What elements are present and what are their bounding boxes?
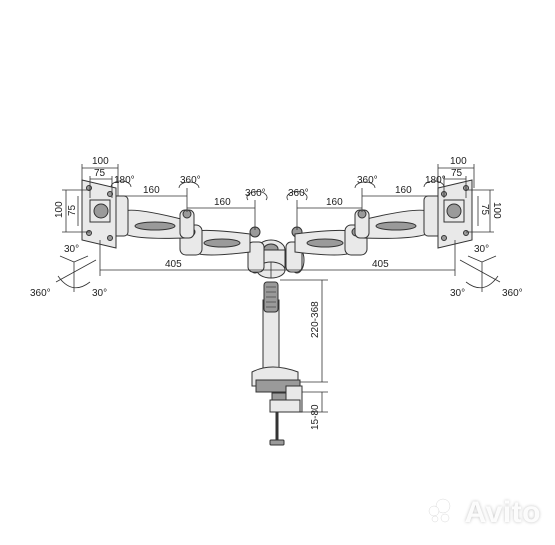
rotation-arm-right-label: 360° — [357, 175, 378, 186]
rotation-arm-left-label: 360° — [180, 175, 201, 186]
vesa-v-inner-right-label: 75 — [479, 204, 490, 216]
pole-height-label: 220-368 — [310, 301, 321, 338]
arm-length-left-outer-label: 160 — [143, 185, 160, 196]
rotation-head-right-label: 180° — [425, 175, 446, 186]
vesa-outer-left-label: 100 — [92, 156, 109, 167]
avito-logo-icon — [428, 498, 451, 523]
tilt-right-up-label: 30° — [474, 244, 489, 255]
clamp-range-label: 15-80 — [310, 404, 321, 430]
rotation-center-right-label: 360° — [288, 188, 309, 199]
rotation-head-left-label: 180° — [114, 175, 135, 186]
right-vesa-head — [423, 179, 473, 249]
right-arm-outer — [354, 209, 431, 239]
dimension-lines — [55, 164, 501, 413]
vesa-v-inner-left-label: 75 — [67, 204, 78, 216]
vesa-inner-left-label: 75 — [94, 168, 106, 179]
avito-watermark: Avito — [464, 496, 541, 529]
vesa-outer-right-label: 100 — [450, 156, 467, 167]
left-arm-outer — [121, 209, 195, 239]
arm-length-right-outer-label: 160 — [395, 185, 412, 196]
rotation-center-left-label: 360° — [245, 188, 266, 199]
left-vesa-head — [81, 179, 129, 249]
vesa-inner-right-label: 75 — [451, 168, 463, 179]
reach-left-label: 405 — [165, 259, 182, 270]
tilt-left-down-label: 30° — [92, 288, 107, 299]
arm-length-left-inner-label: 160 — [214, 197, 231, 208]
vesa-v-outer-left-label: 100 — [54, 201, 65, 218]
dimension-labels: 100 75 100 75 100 75 100 75 180° 360° 36… — [30, 156, 523, 430]
swivel-left-label: 360° — [30, 288, 51, 299]
arm-length-right-inner-label: 160 — [326, 197, 343, 208]
tilt-right-down-label: 30° — [450, 288, 465, 299]
swivel-right-label: 360° — [502, 288, 523, 299]
desk-clamp — [251, 366, 303, 446]
pole — [262, 281, 280, 383]
vesa-v-outer-right-label: 100 — [491, 202, 502, 219]
tilt-left-up-label: 30° — [64, 244, 79, 255]
reach-right-label: 405 — [372, 259, 389, 270]
left-arm-inner — [179, 224, 251, 256]
